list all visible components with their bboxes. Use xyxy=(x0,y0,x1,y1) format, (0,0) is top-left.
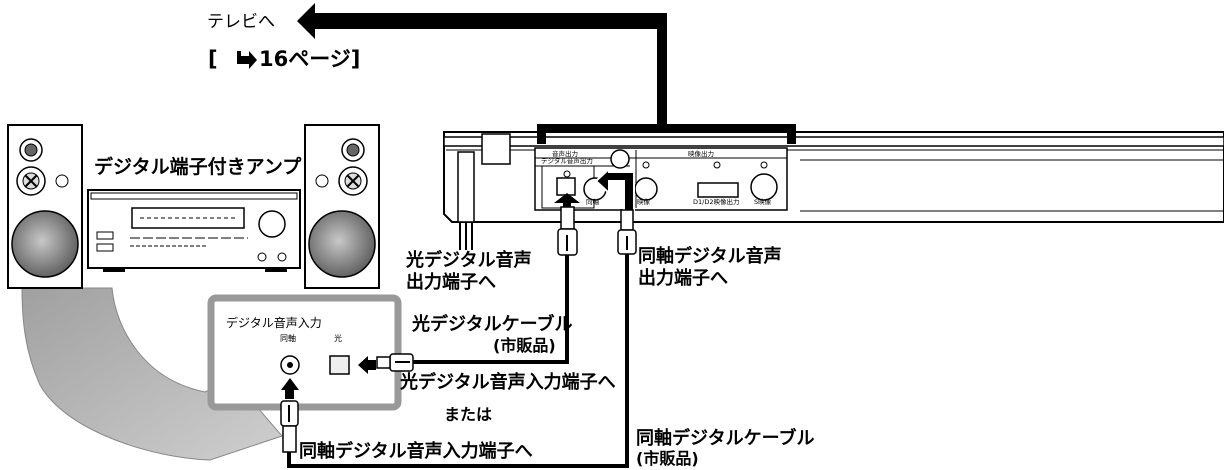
coaxial-cable-label-2: (市販品) xyxy=(636,449,699,468)
recorder-video-out-label: 映像出力 xyxy=(688,150,714,158)
coaxial-out-label-line1: 同軸デジタル音声 xyxy=(638,246,782,267)
amp-input-panel xyxy=(207,294,402,411)
amp-panel-title: デジタル音声入力 xyxy=(226,316,322,330)
left-speaker xyxy=(7,124,83,289)
page-ref-link[interactable]: 16ページ] xyxy=(259,47,361,71)
amp-panel-optical-label: 光 xyxy=(334,334,342,343)
optical-cable-label-2: (市販品) xyxy=(493,336,556,355)
coaxial-out-arrow xyxy=(594,166,635,213)
to-tv-arrow xyxy=(297,3,796,144)
optical-out-label-line1: 光デジタル音声 xyxy=(406,250,532,271)
coaxial-cable xyxy=(280,209,637,468)
recorder-audio-out-label: 音声出力 xyxy=(552,150,578,158)
coaxial-out-label-line2: 出力端子へ xyxy=(638,268,728,289)
amplifier xyxy=(87,189,301,272)
optical-out-label: 光デジタル音声 出力端子へ xyxy=(406,250,532,294)
optical-cable-label-1: 光デジタルケーブル xyxy=(412,314,573,335)
optical-in-label: 光デジタル音声入力端子へ xyxy=(400,372,616,393)
page-ref-arrow-icon xyxy=(237,51,257,69)
amp-panel-coaxial-label: 同軸 xyxy=(280,334,296,343)
tv-label: テレビへ xyxy=(207,12,275,32)
recorder-video-label: 映像 xyxy=(637,198,650,206)
recorder-digital-audio-out-label: デジタル音声出力 xyxy=(541,157,593,165)
recorder-s-video-label: S映像 xyxy=(754,198,772,206)
optical-out-label-line2: 出力端子へ xyxy=(406,272,496,293)
page-ref-open: [ xyxy=(208,47,218,71)
or-label: または xyxy=(444,405,493,424)
right-speaker xyxy=(304,124,380,289)
coaxial-in-label: 同軸デジタル音声入力端子へ xyxy=(299,441,533,462)
optical-cable xyxy=(358,206,578,374)
coaxial-out-label: 同軸デジタル音声 出力端子へ xyxy=(638,246,782,290)
optical-out-arrow xyxy=(554,193,580,208)
recorder-unit xyxy=(443,131,1224,250)
recorder-d-out-label: D1/D2映像出力 xyxy=(693,198,740,206)
coaxial-cable-label-1: 同軸デジタルケーブル xyxy=(636,428,815,449)
zoom-swoosh-arrow xyxy=(21,287,283,461)
amp-label: デジタル端子付きアンプ xyxy=(94,156,302,178)
recorder-coaxial-label: 同軸 xyxy=(586,198,599,206)
